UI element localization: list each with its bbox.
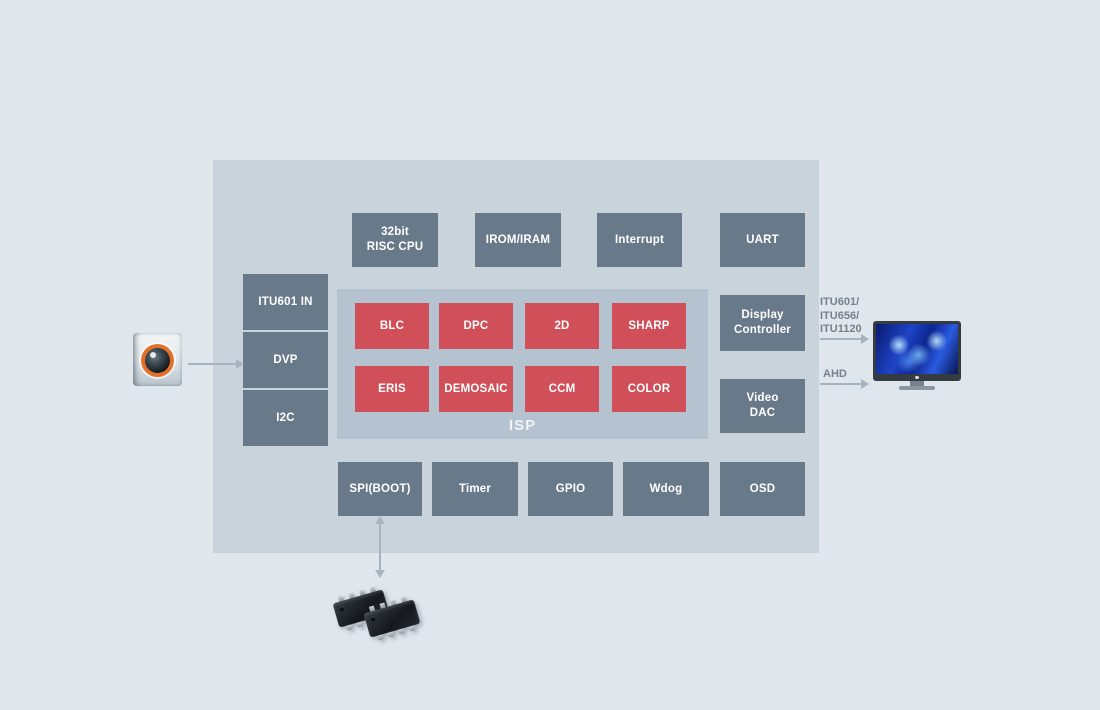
block-risc-cpu-label: 32bit RISC CPU — [366, 226, 424, 253]
ahd-output-arrow-line — [820, 383, 862, 385]
isp-block-2d-label: 2D — [554, 319, 570, 332]
block-itu601-in: ITU601 IN — [243, 274, 328, 330]
isp-block-dpc: DPC — [439, 303, 513, 349]
isp-block-eris: ERIS — [355, 366, 429, 412]
block-video-dac: Video DAC — [720, 379, 805, 433]
monitor-frame — [873, 321, 961, 381]
itu-output-line3: ITU1120 — [820, 323, 862, 335]
camera-lens — [145, 348, 170, 373]
isp-block-ccm: CCM — [525, 366, 599, 412]
ahd-output-label: AHD — [823, 368, 847, 380]
isp-block-color-label: COLOR — [627, 382, 671, 395]
block-timer: Timer — [432, 462, 518, 516]
camera-input-arrow-head — [236, 359, 244, 369]
isp-block-eris-label: ERIS — [378, 382, 406, 395]
isp-block-blc: BLC — [355, 303, 429, 349]
isp-block-ccm-label: CCM — [548, 382, 576, 395]
monitor-screen — [876, 324, 958, 374]
block-i2c-label: I2C — [276, 411, 295, 424]
spi-flash-arrow-line — [379, 524, 381, 570]
block-display-controller: Display Controller — [720, 295, 805, 351]
isp-title: ISP — [508, 417, 537, 434]
block-itu601-in-label: ITU601 IN — [258, 295, 313, 308]
monitor-base — [899, 386, 935, 390]
block-interrupt: Interrupt — [597, 213, 682, 267]
isp-block-sharp-label: SHARP — [628, 319, 670, 332]
camera-lens-glint — [150, 352, 156, 358]
block-spi-boot-label: SPI(BOOT) — [349, 482, 411, 495]
block-timer-label: Timer — [458, 482, 492, 495]
monitor-power-led — [915, 376, 919, 379]
isp-block-demosaic: DEMOSAIC — [439, 366, 513, 412]
isp-block-demosaic-label: DEMOSAIC — [444, 382, 508, 395]
isp-block-2d: 2D — [525, 303, 599, 349]
block-osd-label: OSD — [749, 482, 776, 495]
itu-output-label: ITU601/ ITU656/ ITU1120 — [820, 296, 862, 337]
block-interrupt-label: Interrupt — [614, 233, 665, 246]
spi-flash-arrow-head-up — [375, 516, 385, 524]
block-irom-iram-label: IROM/IRAM — [485, 233, 551, 246]
isp-block-dpc-label: DPC — [463, 319, 489, 332]
block-dvp: DVP — [243, 332, 328, 388]
camera-icon — [133, 333, 182, 386]
itu-output-line2: ITU656/ — [820, 309, 860, 322]
isp-block-blc-label: BLC — [379, 319, 405, 332]
monitor-stand — [910, 381, 924, 386]
block-dvp-label: DVP — [273, 353, 298, 366]
itu-output-arrow-head — [861, 334, 869, 344]
monitor-icon — [873, 321, 961, 390]
block-osd: OSD — [720, 462, 805, 516]
block-i2c: I2C — [243, 390, 328, 446]
spi-flash-arrow-head-down — [375, 570, 385, 578]
block-wdog: Wdog — [623, 462, 709, 516]
itu-output-line1: ITU601/ — [820, 296, 860, 308]
block-display-controller-label: Display Controller — [734, 309, 791, 336]
camera-input-arrow-line — [188, 363, 236, 365]
block-risc-cpu: 32bit RISC CPU — [352, 213, 438, 267]
ahd-output-arrow-head — [861, 379, 869, 389]
block-video-dac-label: Video DAC — [746, 392, 779, 419]
block-uart: UART — [720, 213, 805, 267]
block-gpio: GPIO — [528, 462, 613, 516]
block-gpio-label: GPIO — [555, 482, 586, 495]
block-irom-iram: IROM/IRAM — [475, 213, 561, 267]
isp-block-color: COLOR — [612, 366, 686, 412]
itu-output-arrow-line — [820, 338, 862, 340]
block-spi-boot: SPI(BOOT) — [338, 462, 422, 516]
block-uart-label: UART — [746, 233, 779, 246]
block-wdog-label: Wdog — [649, 482, 683, 495]
camera-lens-ring — [141, 344, 174, 377]
isp-block-sharp: SHARP — [612, 303, 686, 349]
